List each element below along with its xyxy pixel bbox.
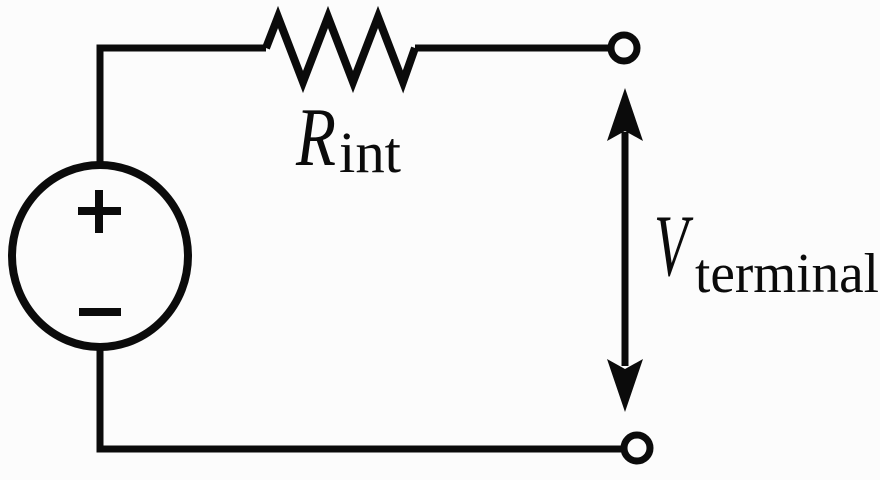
resistor-label-sub: int [339, 120, 401, 185]
wire-bottom [96, 344, 621, 453]
resistor-label-main: R [295, 91, 336, 184]
terminal-voltage-arrow-icon [607, 88, 643, 412]
terminal-top-icon [607, 31, 641, 65]
terminal-voltage-label-main: V [654, 198, 694, 295]
voltage-source-icon [8, 161, 192, 351]
resistor-icon [262, 5, 419, 94]
plus-sign-icon [78, 190, 121, 233]
resistor-label: R int [295, 91, 401, 185]
terminal-voltage-label-sub: terminal [695, 243, 879, 305]
terminal-bottom-icon [620, 431, 654, 465]
wire-top-left [96, 44, 266, 168]
terminal-voltage-label: V terminal [654, 198, 879, 305]
